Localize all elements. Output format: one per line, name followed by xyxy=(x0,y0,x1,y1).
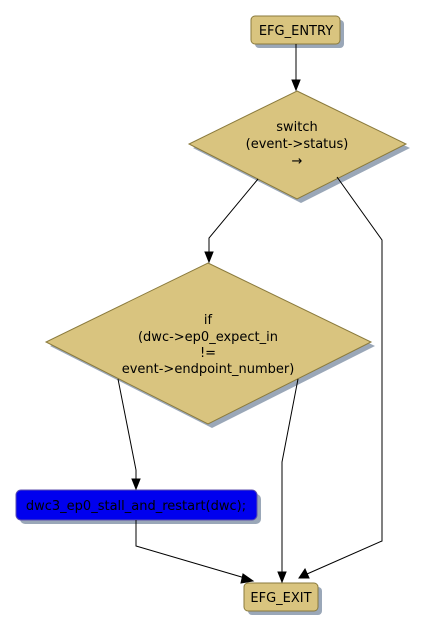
exit-node-box xyxy=(243,582,319,612)
arrowhead-if-to-exit xyxy=(277,571,287,584)
exit-node-label: EFG_EXIT xyxy=(250,591,311,606)
if-node-line-1: if xyxy=(204,313,213,328)
call-node[interactable]: dwc3_ep0_stall_and_restart(dwc); xyxy=(15,489,261,524)
edge-if-to-call xyxy=(117,378,137,479)
entry-node[interactable]: EFG_ENTRY xyxy=(250,15,344,48)
arrowhead-entry-to-switch xyxy=(291,79,301,92)
edge-call-to-exit xyxy=(135,520,246,579)
switch-node-line-1: switch xyxy=(276,120,318,135)
edges xyxy=(117,44,383,584)
edge-switch-to-exit xyxy=(306,176,383,575)
edge-switch-to-if xyxy=(208,178,259,252)
switch-node-line-2: (event->status) xyxy=(246,137,349,152)
entry-node-label: EFG_ENTRY xyxy=(259,24,333,39)
exit-node[interactable]: EFG_EXIT xyxy=(243,582,322,615)
if-node-diamond xyxy=(44,262,373,425)
arrowhead-switch-to-if xyxy=(204,251,214,264)
arrowhead-switch-to-exit xyxy=(298,567,310,579)
if-node[interactable]: if (dwc->ep0_expect_in != event->endpoin… xyxy=(44,262,375,428)
call-node-label: dwc3_ep0_stall_and_restart(dwc); xyxy=(26,499,246,514)
edge-if-to-exit xyxy=(281,378,299,572)
if-node-line-2: (dwc->ep0_expect_in xyxy=(138,330,278,345)
switch-node[interactable]: switch (event->status) → xyxy=(187,90,410,203)
switch-node-line-3: → xyxy=(292,154,303,169)
arrowhead-if-to-call xyxy=(131,478,141,491)
switch-node-diamond xyxy=(187,90,408,200)
arrowhead-call-to-exit xyxy=(240,573,255,584)
if-node-line-4: event->endpoint_number) xyxy=(122,362,295,377)
if-node-line-3: != xyxy=(200,346,216,361)
